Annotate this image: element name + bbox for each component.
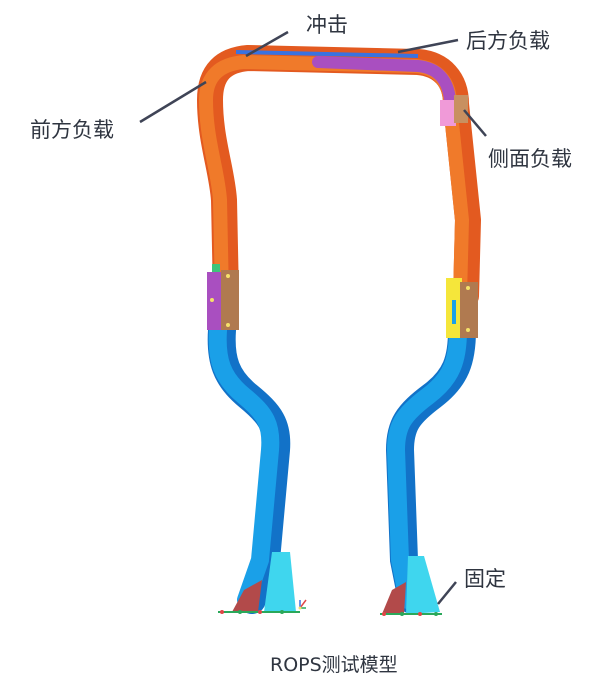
label-impact: 冲击 [306, 13, 348, 37]
figure-caption: ROPS测试模型 [270, 654, 398, 676]
side-load-pad [440, 100, 456, 126]
right-purple-bar [312, 56, 456, 106]
leader-impact [245, 30, 289, 58]
side-load-block [454, 95, 468, 123]
axis-triad-icon [298, 599, 307, 610]
left-base-plate [218, 552, 300, 614]
left-lower-tube [207, 316, 291, 614]
left-bracket [207, 264, 239, 330]
leader-front-load [139, 80, 207, 124]
label-rear-load: 后方负载 [466, 29, 550, 53]
upper-frame-tube [197, 45, 481, 309]
leader-side-load [463, 109, 487, 137]
label-front-load: 前方负载 [30, 118, 114, 142]
leader-rear-load [397, 38, 459, 54]
right-base-plate [380, 556, 442, 616]
right-bracket [446, 278, 478, 338]
leader-fixed [437, 581, 457, 605]
top-edge-highlight [235, 50, 419, 58]
label-fixed: 固定 [464, 567, 506, 591]
label-side-load: 侧面负载 [488, 147, 572, 171]
right-lower-tube [385, 316, 476, 614]
